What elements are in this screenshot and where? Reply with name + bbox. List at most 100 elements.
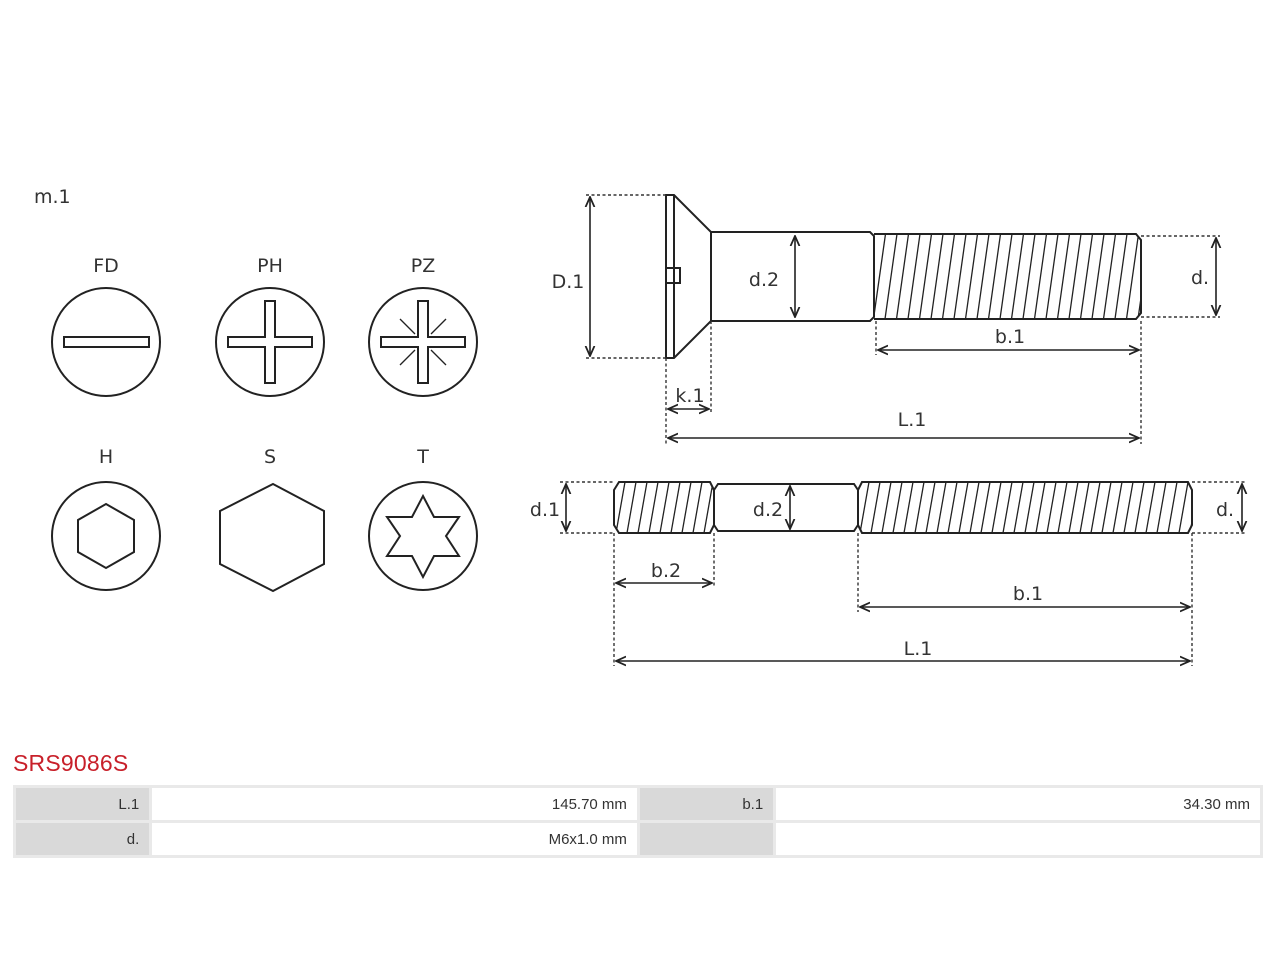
torx-drive-icon bbox=[368, 481, 478, 591]
thread-line bbox=[1056, 234, 1071, 319]
thread-line bbox=[1068, 234, 1082, 319]
thread-line bbox=[1033, 234, 1048, 319]
stud-thread-diameter-label: d. bbox=[1216, 499, 1234, 521]
thread-line bbox=[681, 482, 692, 533]
thread-line bbox=[1101, 482, 1112, 533]
thread-line bbox=[892, 482, 903, 533]
thread-line bbox=[991, 482, 1002, 533]
hex-head-icon bbox=[219, 482, 325, 593]
stud-total-length-label: L.1 bbox=[904, 638, 933, 660]
thread-line bbox=[881, 482, 892, 533]
thread-line bbox=[1167, 482, 1178, 533]
spec-value-thread-diameter: M6x1.0 mm bbox=[152, 823, 637, 855]
screw-head-diameter-label: D.1 bbox=[552, 271, 585, 293]
drive-code-h: H bbox=[99, 446, 113, 468]
thread-line bbox=[1156, 482, 1167, 533]
part-number: SRS9086S bbox=[13, 750, 129, 776]
thread-line bbox=[976, 234, 990, 319]
thread-line bbox=[614, 482, 615, 533]
thread-line bbox=[1002, 482, 1013, 533]
slotted-drive-icon bbox=[51, 287, 161, 397]
thread-line bbox=[969, 482, 980, 533]
phillips-drive-icon bbox=[215, 287, 325, 397]
thread-line bbox=[648, 482, 659, 533]
spec-row: L.1 145.70 mm b.1 34.30 mm bbox=[16, 788, 1260, 820]
screw-thread-length-label: b.1 bbox=[995, 326, 1025, 348]
thread-line bbox=[947, 482, 958, 533]
thread-line bbox=[907, 234, 921, 319]
spec-value-thread-length: 34.30 mm bbox=[776, 788, 1260, 820]
spec-value-total-length: 145.70 mm bbox=[152, 788, 637, 820]
thread-line bbox=[1145, 482, 1156, 533]
drive-code-s: S bbox=[264, 446, 276, 468]
stud-dimension-lines bbox=[560, 481, 1246, 666]
thread-line bbox=[1134, 482, 1145, 533]
stud-middle-diameter-label: d.2 bbox=[753, 499, 783, 521]
thread-line bbox=[1189, 482, 1192, 533]
stud-end-diameter-label: d.1 bbox=[530, 499, 560, 521]
thread-line bbox=[1112, 482, 1123, 533]
thread-line bbox=[1178, 482, 1189, 533]
thread-line bbox=[1137, 234, 1141, 319]
drive-code-pz: PZ bbox=[411, 255, 435, 277]
screw-thread-diameter-label: d. bbox=[1191, 267, 1209, 289]
thread-line bbox=[930, 234, 944, 319]
thread-line bbox=[925, 482, 936, 533]
thread-line bbox=[692, 482, 703, 533]
spec-row: d. M6x1.0 mm bbox=[16, 823, 1260, 855]
thread-line bbox=[874, 234, 887, 319]
thread-line bbox=[1150, 234, 1162, 319]
stud-short-thread-length-label: b.2 bbox=[651, 560, 681, 582]
thread-line bbox=[1090, 482, 1101, 533]
thread-line bbox=[859, 482, 870, 533]
thread-line bbox=[964, 234, 979, 319]
thread-line bbox=[1125, 234, 1140, 319]
spec-value-empty bbox=[776, 823, 1260, 855]
thread-line bbox=[999, 234, 1013, 319]
thread-line bbox=[1091, 234, 1105, 319]
thread-line bbox=[870, 482, 881, 533]
drive-code-fd: FD bbox=[93, 255, 119, 277]
screw-head-height-label: k.1 bbox=[675, 385, 704, 407]
thread-line bbox=[1057, 482, 1068, 533]
thread-line bbox=[958, 482, 969, 533]
thread-line bbox=[1068, 482, 1079, 533]
spec-table: L.1 145.70 mm b.1 34.30 mm d. M6x1.0 mm bbox=[13, 785, 1263, 858]
thread-line bbox=[918, 234, 933, 319]
thread-line bbox=[953, 234, 967, 319]
thread-line bbox=[1035, 482, 1046, 533]
thread-line bbox=[895, 234, 910, 319]
thread-line bbox=[1114, 234, 1128, 319]
thread-line bbox=[903, 482, 914, 533]
material-label: m.1 bbox=[34, 186, 71, 208]
thread-line bbox=[1123, 482, 1134, 533]
thread-line bbox=[1024, 482, 1035, 533]
threaded-stud-drawing bbox=[613, 481, 1193, 534]
thread-line bbox=[1046, 482, 1057, 533]
drive-code-t: T bbox=[416, 446, 429, 468]
hex-socket-drive-icon bbox=[51, 481, 161, 591]
drive-code-ph: PH bbox=[257, 255, 283, 277]
thread-line bbox=[941, 234, 956, 319]
spec-key-thread-length: b.1 bbox=[639, 788, 774, 820]
pozidriv-drive-icon bbox=[368, 287, 478, 397]
thread-line bbox=[715, 482, 724, 533]
screw-dimension-lines bbox=[586, 194, 1220, 444]
thread-line bbox=[884, 234, 898, 319]
thread-line bbox=[659, 482, 670, 533]
thread-line bbox=[615, 482, 626, 533]
thread-line bbox=[914, 482, 925, 533]
thread-line bbox=[626, 482, 637, 533]
stud-long-thread-length-label: b.1 bbox=[1013, 583, 1043, 605]
thread-line bbox=[703, 482, 714, 533]
thread-line bbox=[637, 482, 648, 533]
thread-line bbox=[987, 234, 1002, 319]
spec-key-total-length: L.1 bbox=[16, 788, 150, 820]
thread-line bbox=[980, 482, 991, 533]
countersunk-screw-drawing bbox=[665, 194, 1162, 359]
thread-line bbox=[1079, 482, 1090, 533]
thread-line bbox=[1013, 482, 1024, 533]
thread-line bbox=[1010, 234, 1025, 319]
thread-line bbox=[874, 234, 875, 319]
